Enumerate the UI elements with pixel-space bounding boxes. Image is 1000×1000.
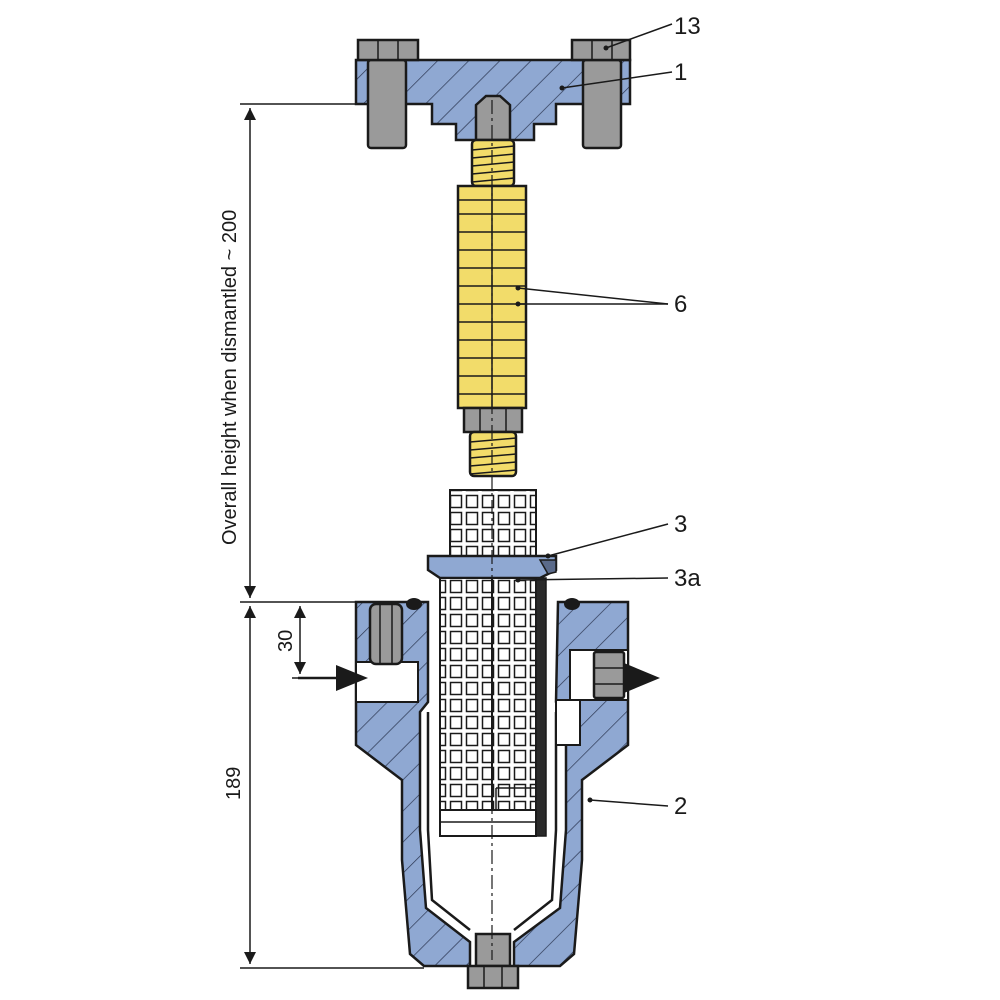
part-label-3a: 3a — [674, 565, 701, 592]
outlet-plug — [592, 650, 626, 700]
housing — [354, 598, 630, 990]
outlet-arrow — [624, 663, 660, 693]
filter-mesh-upper — [449, 489, 537, 557]
upper-spring — [470, 138, 516, 188]
clamp-ring — [538, 559, 557, 575]
cover-bolt-left — [356, 38, 420, 150]
filter-end-cap — [439, 809, 537, 837]
inlet-arrow — [336, 665, 368, 691]
dimension-top-offset — [292, 606, 320, 679]
part-label-13: 13 — [674, 13, 701, 40]
inlet-port — [355, 661, 419, 703]
part-label-1: 1 — [674, 59, 687, 86]
top-offset-label: 30 — [275, 630, 297, 652]
cover-assembly — [354, 38, 632, 150]
part-label-2: 2 — [674, 793, 687, 820]
magnet-nut — [462, 406, 524, 434]
dimension-body-height — [240, 606, 424, 969]
leader-lines — [515, 23, 673, 807]
dimension-overall-height — [240, 103, 356, 603]
body-height-label: 189 — [223, 767, 245, 800]
drain-plug — [466, 932, 520, 990]
filter-element — [426, 489, 558, 837]
part-label-3: 3 — [674, 511, 687, 538]
filter-basket-right — [491, 577, 537, 811]
filter-basket-left — [439, 577, 493, 811]
part-label-6: 6 — [674, 291, 687, 318]
o-ring-right — [564, 598, 580, 610]
housing-tapped-hole — [368, 602, 404, 666]
lower-spring — [468, 430, 518, 478]
cover-center-stud — [474, 94, 512, 142]
o-ring-left — [406, 598, 422, 610]
overall-height-label: Overall height when dismantled ~ 200 — [219, 210, 241, 545]
